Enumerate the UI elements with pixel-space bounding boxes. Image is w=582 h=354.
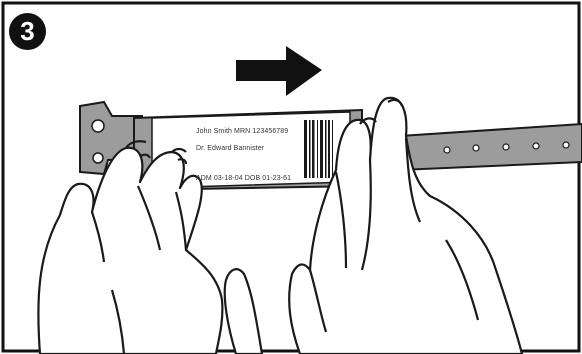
wristband-patient-line: John Smith MRN 123456789 [196, 128, 288, 136]
left-thumb [225, 269, 262, 354]
wristband-strap [400, 124, 582, 170]
clasp-hole-icon [92, 120, 104, 132]
wristband-doctor-line: Dr. Edward Bannister [196, 145, 264, 153]
right-arrow-icon [236, 46, 322, 96]
wristband-dates-line: ADM 03-18-04 DOB 01-23-61 [196, 175, 291, 183]
step-number-badge: 3 [9, 13, 46, 50]
clasp-hole-icon [93, 153, 103, 163]
